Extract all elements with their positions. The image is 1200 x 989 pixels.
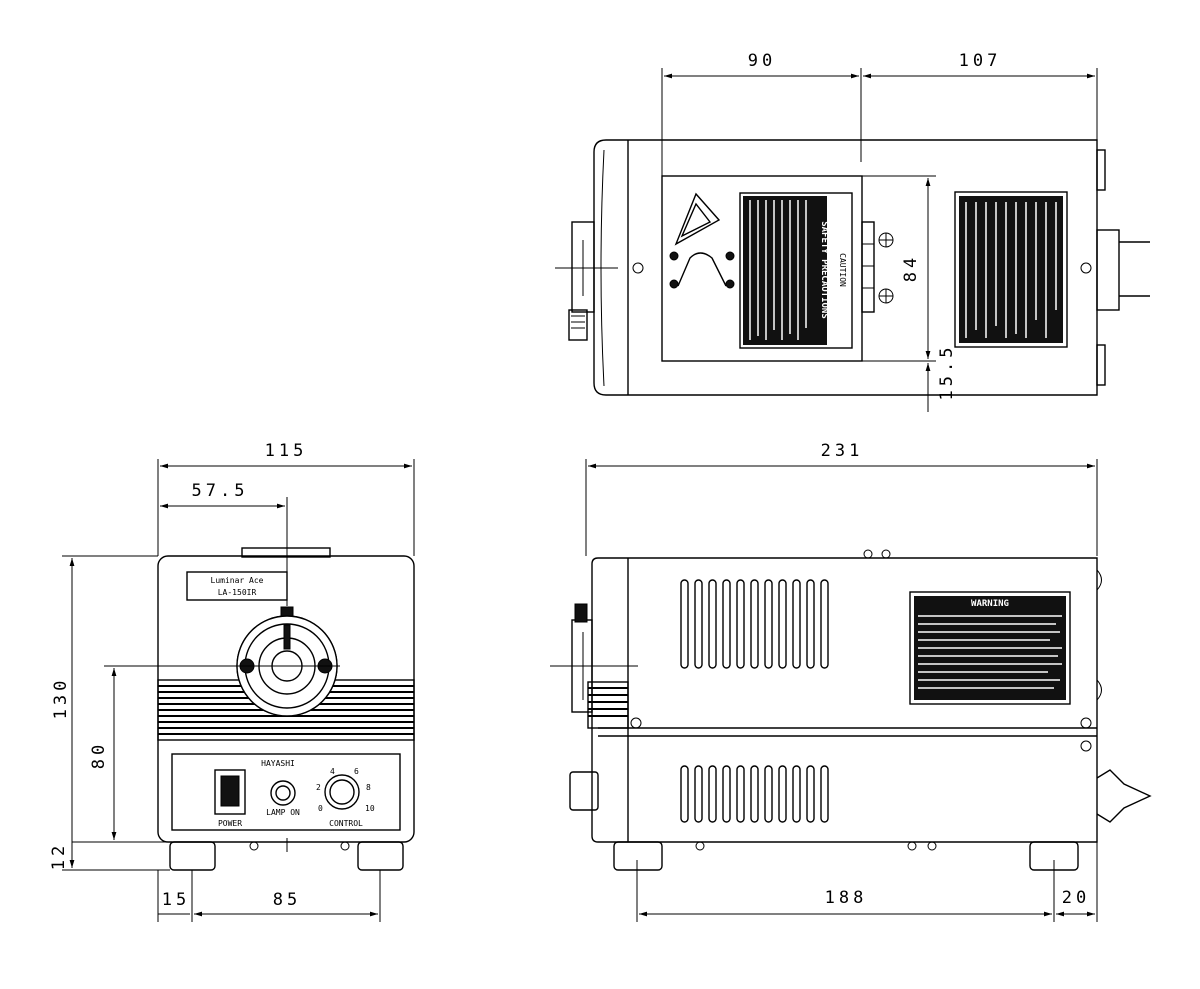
caution-label: CAUTION SAFETY PRECAUTIONS bbox=[739, 192, 853, 349]
side-view: WARNING 231 bbox=[550, 441, 1152, 922]
lamp-indicator bbox=[270, 780, 296, 806]
control-label: CONTROL bbox=[329, 819, 363, 828]
dim-top-front: 90 bbox=[748, 51, 776, 71]
maker-label: HAYASHI bbox=[261, 759, 295, 768]
hazard-triangle-icon bbox=[674, 192, 721, 246]
brand-line-2: LA-150IR bbox=[218, 588, 257, 597]
side-label-header: WARNING bbox=[971, 599, 1009, 609]
dial-8: 8 bbox=[366, 783, 371, 792]
side-warning-label: WARNING bbox=[909, 591, 1071, 705]
dial-0: 0 bbox=[318, 804, 323, 813]
dial-4: 4 bbox=[330, 767, 335, 776]
dim-top-rear: 107 bbox=[959, 51, 1002, 71]
dial-10: 10 bbox=[365, 804, 375, 813]
dim-top-offset: 15.5 bbox=[937, 344, 957, 401]
lamp-diagram-icon bbox=[669, 251, 735, 289]
dim-front-center: 57.5 bbox=[192, 481, 249, 501]
side-vents-upper bbox=[680, 579, 829, 669]
dim-front-width: 115 bbox=[265, 441, 308, 461]
front-louvres bbox=[157, 615, 415, 741]
brand-line-1: Luminar Ace bbox=[211, 576, 264, 585]
dim-foot-height: 12 bbox=[49, 842, 69, 870]
dim-side-foot-span: 188 bbox=[825, 888, 868, 908]
power-switch[interactable] bbox=[214, 769, 246, 815]
power-label: POWER bbox=[218, 819, 242, 828]
safety-title: SAFETY PRECAUTIONS bbox=[819, 221, 829, 319]
dial-6: 6 bbox=[354, 767, 359, 776]
dim-foot-span: 85 bbox=[273, 890, 301, 910]
front-view: Luminar Ace LA-150IR bbox=[49, 441, 415, 922]
dim-foot-offset: 15 bbox=[162, 890, 190, 910]
side-vents-lower bbox=[680, 765, 829, 823]
intensity-dial[interactable] bbox=[324, 774, 360, 810]
lamp-label: LAMP ON bbox=[266, 808, 300, 817]
rear-label bbox=[954, 191, 1068, 348]
dial-2: 2 bbox=[316, 783, 321, 792]
caution-title: CAUTION bbox=[838, 253, 847, 287]
top-view: CAUTION SAFETY PRECAUTIONS bbox=[555, 51, 1150, 412]
dim-side-length: 231 bbox=[821, 441, 864, 461]
dim-lens-height: 80 bbox=[89, 741, 109, 769]
dim-side-rear: 20 bbox=[1062, 888, 1090, 908]
dim-front-height: 130 bbox=[51, 677, 71, 720]
dim-top-depth: 84 bbox=[901, 254, 921, 282]
